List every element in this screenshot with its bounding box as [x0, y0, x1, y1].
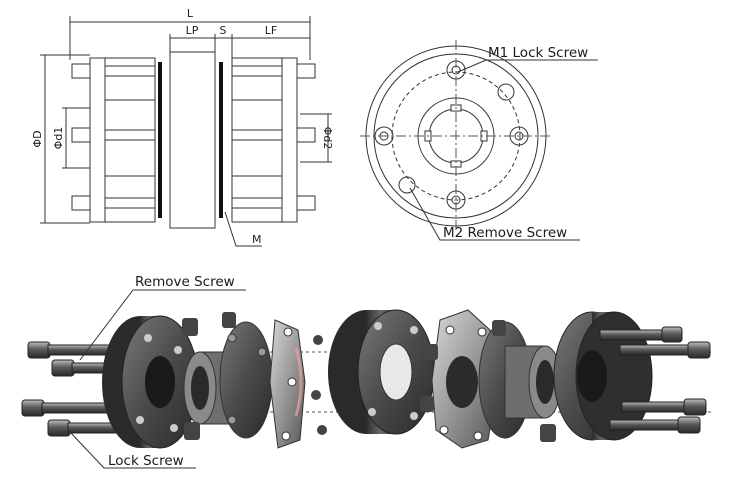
lock-screw-label: Lock Screw — [108, 453, 184, 469]
remove-hole-lower — [398, 176, 416, 194]
m-leader — [224, 211, 262, 247]
remove-screw-label: Remove Screw — [135, 274, 235, 290]
dim-label-s: S — [220, 24, 227, 37]
m1-leader — [457, 59, 598, 73]
remove-hole-upper — [497, 83, 515, 101]
left-hub-disc — [102, 315, 199, 449]
right-hub-disc — [553, 311, 653, 441]
lock-screw-leader — [69, 431, 196, 469]
left-sleeve — [182, 312, 273, 440]
m2-remove-screw-label: M2 Remove Screw — [443, 225, 567, 241]
m1-lock-screw-label: M1 Lock Screw — [488, 45, 588, 61]
right-sleeve — [478, 320, 562, 442]
right-disc-pack — [219, 62, 223, 218]
dim-label-d: ΦD — [31, 130, 44, 147]
center-spacer — [328, 309, 435, 435]
dim-label-d1: Φd1 — [52, 127, 65, 150]
right-disc-plate — [420, 309, 499, 449]
dim-label-d2: Φd2 — [321, 127, 334, 150]
left-disc-pack — [158, 62, 162, 218]
spacer — [169, 51, 216, 229]
remove-screw-leader — [79, 289, 246, 361]
side-view — [40, 16, 332, 247]
dim-label-lp: LP — [186, 24, 199, 37]
dim-label-l: L — [187, 7, 194, 20]
exploded-view — [21, 289, 712, 469]
dim-label-m: M — [252, 233, 262, 246]
left-disc-plate — [269, 319, 327, 449]
dim-label-lf: LF — [265, 24, 277, 37]
m2-leader — [409, 187, 580, 241]
front-view — [360, 40, 598, 241]
right-bolts — [599, 326, 711, 434]
